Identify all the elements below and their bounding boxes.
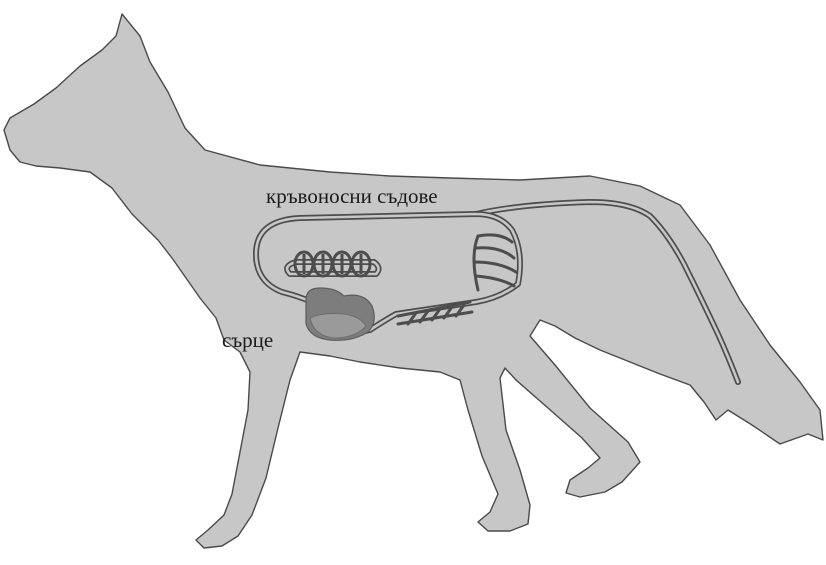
heart-label: сърце — [222, 328, 273, 352]
dog-body — [4, 14, 823, 548]
vessels-label: кръвоносни съдове — [266, 184, 438, 208]
